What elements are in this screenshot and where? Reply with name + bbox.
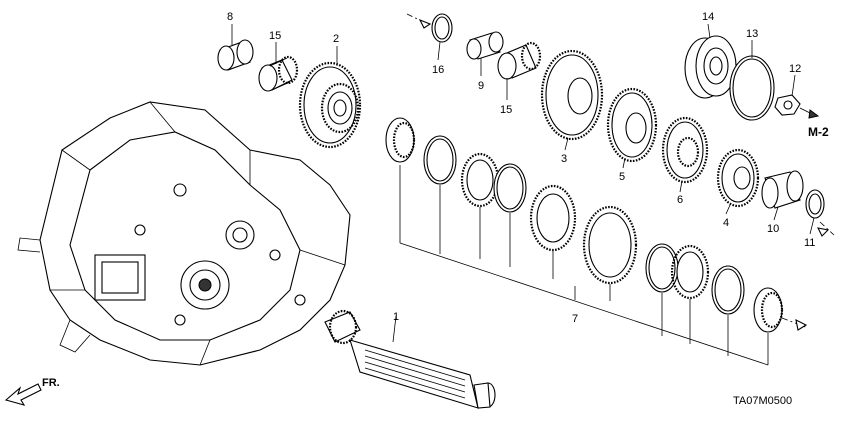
- collar-8: [217, 39, 254, 71]
- front-direction-arrow: FR.: [4, 377, 60, 406]
- callout-3: 3: [561, 153, 567, 165]
- reference-label: M-2: [808, 125, 829, 139]
- callout-2: 2: [333, 33, 339, 45]
- callout-14: 14: [702, 11, 714, 23]
- mainshaft: [324, 309, 496, 409]
- callout-1: 1: [393, 311, 399, 323]
- ball-bearing-14: [684, 35, 737, 99]
- snap-ring-11: [805, 189, 825, 219]
- callout-12: 12: [789, 63, 801, 75]
- callout-8: 8: [227, 11, 233, 23]
- callout-10: 10: [767, 223, 779, 235]
- collar-10: [761, 170, 804, 209]
- leader-lines: [231, 13, 835, 343]
- callout-15-left: 15: [269, 30, 281, 42]
- needle-bearing-15b: [497, 41, 542, 80]
- callout-9: 9: [478, 80, 484, 92]
- gear-4: [716, 148, 760, 208]
- callout-13: 13: [746, 28, 758, 40]
- callout-7: 7: [572, 313, 578, 325]
- front-label: FR.: [42, 377, 60, 389]
- callout-15-right: 15: [500, 104, 512, 116]
- callout-16: 16: [432, 64, 444, 76]
- gear-6: [661, 116, 709, 184]
- callout-5: 5: [619, 171, 625, 183]
- collar-9: [466, 31, 504, 60]
- snap-ring-13: [729, 55, 775, 121]
- callout-11: 11: [804, 237, 815, 249]
- callout-6: 6: [677, 194, 683, 206]
- gear-5: [606, 87, 658, 163]
- needle-bearing-15a: [258, 55, 299, 92]
- gear-2: [298, 61, 362, 149]
- transmission-housing: [17, 101, 351, 366]
- synchro-assembly-7: [385, 117, 784, 366]
- snap-ring-16: [431, 13, 453, 43]
- callout-4: 4: [723, 217, 729, 229]
- callout-labels: 8 15 2 16 9 15 3 5 6 4 14 13 12 10 11 7 …: [227, 11, 815, 325]
- gear-3: [540, 49, 604, 141]
- diagram-code: TA07M0500: [733, 395, 792, 407]
- locknut-12: [774, 94, 801, 116]
